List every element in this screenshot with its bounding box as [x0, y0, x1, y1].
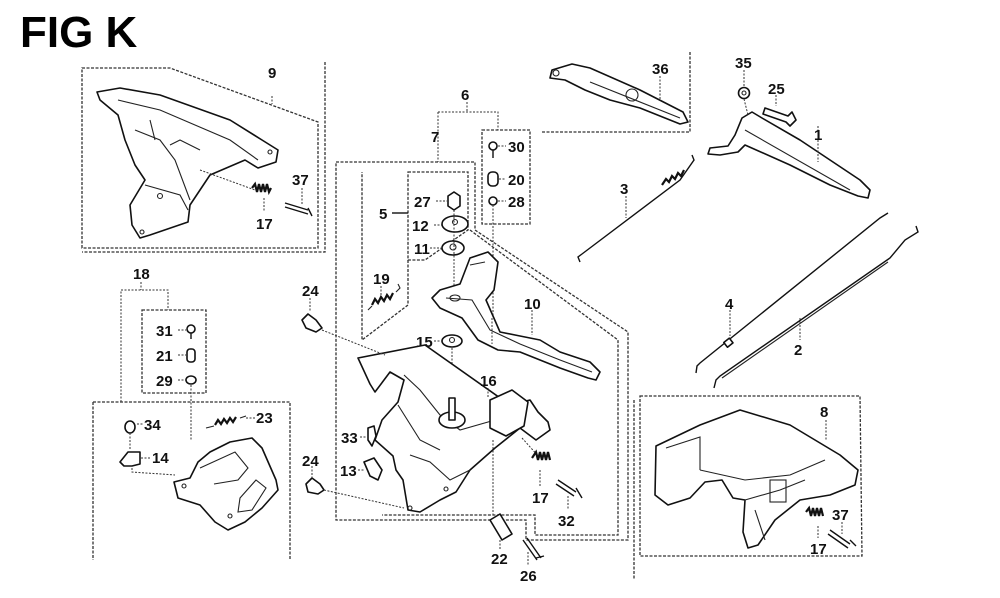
callout-17: 17	[532, 490, 549, 507]
group-6-assembly: 6 30 20 28	[438, 87, 531, 330]
callout-24: 24	[302, 283, 319, 300]
washer-29	[185, 375, 197, 385]
callout-4: 4	[725, 296, 734, 313]
callout-31: 31	[156, 323, 173, 340]
screw-37-group8	[827, 529, 857, 549]
part-36-group: 36	[542, 52, 691, 133]
callout-2: 2	[794, 342, 802, 359]
callout-30: 30	[508, 139, 525, 156]
callout-37: 37	[832, 507, 849, 524]
group-18-assembly: 18 31 21 29 34 14 23	[92, 266, 291, 560]
clamp-14	[119, 451, 141, 467]
spring-19	[371, 292, 394, 306]
callout-5: 5	[379, 206, 387, 223]
bolt-24-lower	[305, 477, 325, 495]
screw-26	[522, 537, 545, 561]
group-18-inner-frame	[141, 309, 207, 394]
callout-16: 16	[480, 373, 497, 390]
rods-group: 3 4 2	[577, 154, 919, 389]
callout-21: 21	[156, 348, 173, 365]
callout-33: 33	[341, 430, 358, 447]
callout-34: 34	[144, 417, 161, 434]
screw-37-group9	[284, 202, 313, 217]
callout-28: 28	[508, 194, 525, 211]
throttle-bracket-9	[96, 87, 279, 239]
callout-8: 8	[820, 404, 828, 421]
nut-27	[447, 191, 461, 211]
part-16-group: 15 16 17 32 22 26 33 13	[301, 283, 583, 585]
group-7-frame	[335, 161, 629, 541]
group-7-assembly: 7	[335, 112, 629, 541]
group-18-frame	[92, 401, 291, 560]
rod-4	[695, 212, 889, 374]
governor-arm-10	[431, 251, 601, 381]
nut-34	[124, 420, 136, 434]
washer-11	[441, 240, 465, 256]
bracket-13	[363, 457, 383, 481]
callout-20: 20	[508, 172, 525, 189]
callout-36: 36	[652, 61, 669, 78]
callout-3: 3	[620, 181, 628, 198]
clip-4	[722, 337, 734, 349]
callout-35: 35	[735, 55, 752, 72]
callout-10: 10	[524, 296, 541, 313]
callout-22: 22	[491, 551, 508, 568]
spring-17-group9	[251, 181, 272, 196]
callout-17: 17	[256, 216, 273, 233]
group-9-frame	[81, 67, 319, 249]
callout-19: 19	[373, 271, 390, 288]
group-9-assembly: 9 17 37	[81, 62, 326, 253]
screw-30	[488, 141, 498, 151]
washer-15	[441, 334, 463, 348]
part-1-group: 1 35 25	[707, 55, 871, 199]
callout-1: 1	[814, 127, 822, 144]
callout-24: 24	[302, 453, 319, 470]
bolt-25	[762, 107, 797, 127]
callout-17: 17	[810, 541, 827, 558]
callout-37: 37	[292, 172, 309, 189]
pin-22	[489, 513, 513, 541]
group-5-assembly: 5 27 12 11 19	[361, 171, 469, 342]
callout-14: 14	[152, 450, 169, 467]
clip-33	[367, 425, 377, 447]
washer-28	[488, 196, 498, 206]
screw-31	[186, 324, 196, 334]
group-8-frame	[639, 395, 863, 557]
callout-25: 25	[768, 81, 785, 98]
nut-35	[737, 86, 751, 100]
spring-17-group8	[805, 505, 825, 517]
group-8-assembly: 8 17 37	[633, 395, 863, 580]
callout-32: 32	[558, 513, 575, 530]
callout-7: 7	[431, 129, 439, 146]
choke-plate-18	[173, 437, 279, 531]
figure-title: FIG K	[20, 8, 138, 57]
bolt-32	[555, 479, 583, 499]
pivot-20	[487, 171, 499, 187]
callout-13: 13	[340, 463, 357, 480]
callout-29: 29	[156, 373, 173, 390]
spring-3	[577, 154, 695, 263]
callout-23: 23	[256, 410, 273, 427]
spring-23	[214, 416, 237, 426]
part-10-group: 10	[431, 251, 601, 381]
callout-12: 12	[412, 218, 429, 235]
callout-18: 18	[133, 266, 150, 283]
pivot-21	[186, 348, 196, 363]
group-6-frame	[481, 129, 531, 225]
callout-11: 11	[414, 241, 430, 258]
callout-27: 27	[414, 194, 431, 211]
rod-2	[713, 225, 919, 389]
bolt-24-upper	[301, 313, 323, 333]
callout-6: 6	[461, 87, 469, 104]
spring-17-center	[531, 449, 552, 461]
callout-9: 9	[268, 65, 276, 82]
callout-26: 26	[520, 568, 537, 585]
group-9-outer-frame	[82, 62, 326, 253]
